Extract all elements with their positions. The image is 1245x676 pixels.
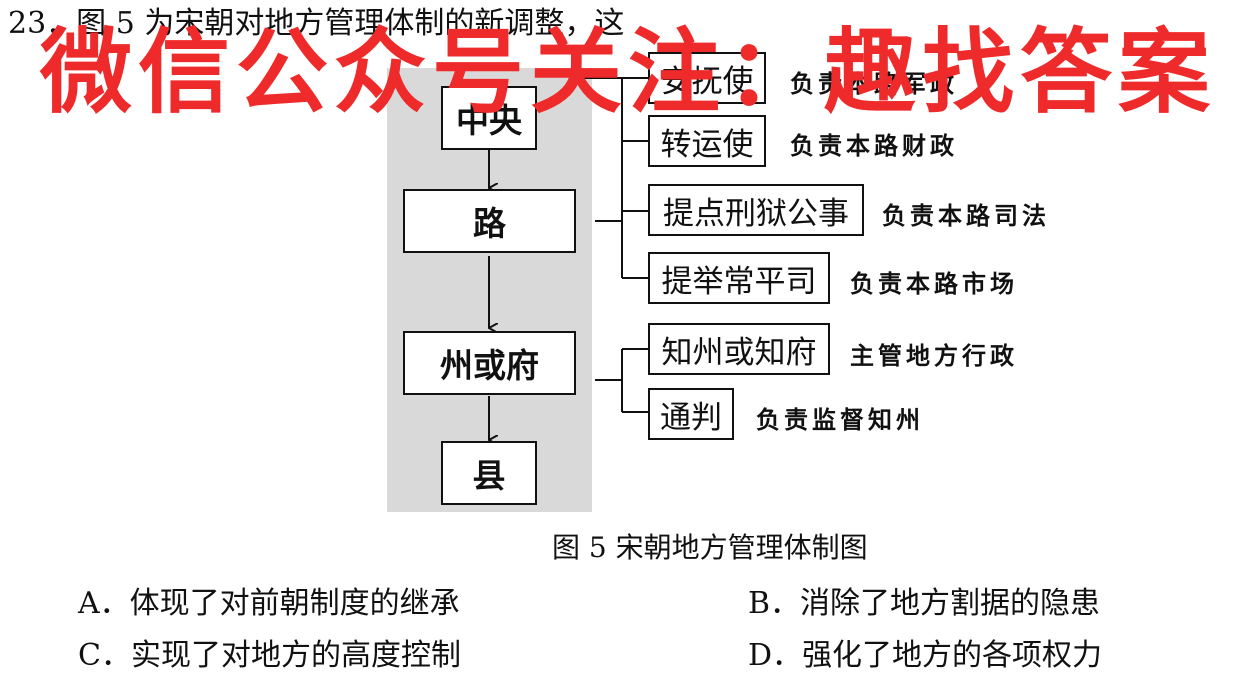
option-b-letter: B． (748, 586, 801, 621)
figure-caption: 图 5 宋朝地方管理体制图 (552, 531, 868, 564)
duty-tidianxingyu: 负责本路司法 (882, 202, 1050, 230)
level-county: 县 (441, 441, 537, 505)
official-tijuchangping: 提举常平司 (648, 252, 830, 304)
duty-tongpan: 负责监督知州 (756, 406, 924, 434)
official-zhizhou: 知州或知府 (648, 323, 830, 375)
official-anfushi: 安抚使 (648, 52, 766, 104)
level-road: 路 (403, 189, 576, 253)
option-d-letter: D． (748, 638, 803, 673)
option-a-text: 体现了对前朝制度的继承 (129, 586, 460, 621)
level-central: 中央 (441, 86, 537, 150)
option-c-letter: C． (78, 638, 131, 673)
option-c-text: 实现了对地方的高度控制 (130, 638, 461, 673)
watermark-text: 微信公众号关注：趣找答案 (40, 19, 1217, 126)
official-tidianxingyu: 提点刑狱公事 (648, 184, 864, 236)
duty-anfushi: 负责本路军政 (790, 70, 958, 98)
official-zhuanyunshi: 转运使 (648, 115, 766, 167)
option-b[interactable]: B．消除了地方割据的隐患 (748, 578, 1100, 622)
duty-tijuchangping: 负责本路市场 (850, 270, 1018, 298)
duty-zhizhou: 主管地方行政 (850, 342, 1018, 370)
duty-zhuanyunshi: 负责本路财政 (790, 132, 958, 160)
option-c[interactable]: C．实现了对地方的高度控制 (78, 630, 461, 674)
option-a-letter: A． (78, 586, 130, 621)
question-stem: 23．图 5 为宋朝对地方管理体制的新调整，这 (8, 6, 625, 41)
level-prefecture: 州或府 (403, 331, 576, 395)
option-a[interactable]: A．体现了对前朝制度的继承 (78, 578, 460, 622)
option-b-text: 消除了地方割据的隐患 (800, 586, 1101, 621)
option-d[interactable]: D．强化了地方的各项权力 (748, 630, 1102, 674)
option-d-text: 强化了地方的各项权力 (802, 638, 1103, 673)
official-tongpan: 通判 (648, 388, 734, 440)
